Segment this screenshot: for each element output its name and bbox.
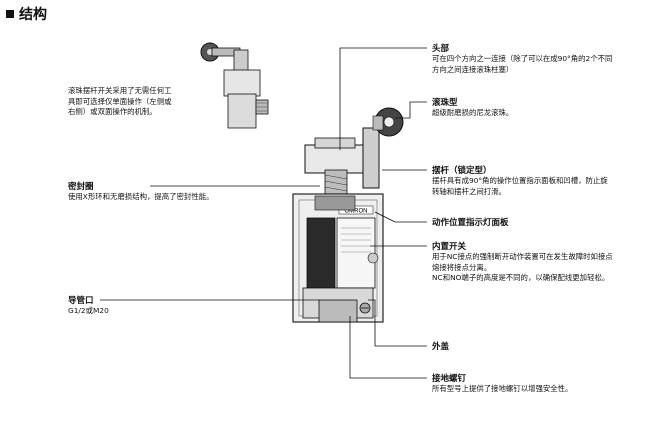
- brand-mark: OMRON: [345, 209, 368, 215]
- section-heading: 结构: [6, 4, 47, 24]
- callout-head: 头部 可在四个方向之一连接（除了可以在成90°角的2个不同 方向之间连接滚珠柱塞…: [432, 44, 613, 74]
- callout-cover: 外盖: [432, 342, 450, 352]
- callout-switch: 内置开关 用于NC接点的强制断开动作装置可在发生故障时如接点 熔接将接点分离。 …: [432, 242, 613, 282]
- heading-square-icon: [6, 10, 14, 18]
- intro-text: 滚珠摆杆开关采用了无需任何工 具即可选择仅单面操作（左侧或 右侧）或双面操作的机…: [68, 86, 172, 116]
- callout-indicator: 动作位置指示灯面板: [432, 218, 509, 228]
- callout-roller: 滚珠型 超级耐磨损的尼龙滚珠。: [432, 98, 514, 117]
- heading-title: 结构: [19, 7, 47, 23]
- main-switch-cutaway: OMRON: [292, 107, 404, 323]
- callout-seal: 密封圈 使用X形环和无磨损结构，提高了密封性能。: [68, 182, 214, 201]
- callout-ground: 接地螺钉 所有型号上提供了接地螺钉以增强安全性。: [432, 374, 573, 393]
- small-switch-illustration: [200, 42, 269, 129]
- callout-conduit: 导管口 G1/2或M20: [68, 296, 109, 315]
- callout-lever: 摆杆（锁定型） 摆杆具有成90°角的操作位置指示面板和凹槽，防止旋 转轴和摆杆之…: [432, 166, 608, 196]
